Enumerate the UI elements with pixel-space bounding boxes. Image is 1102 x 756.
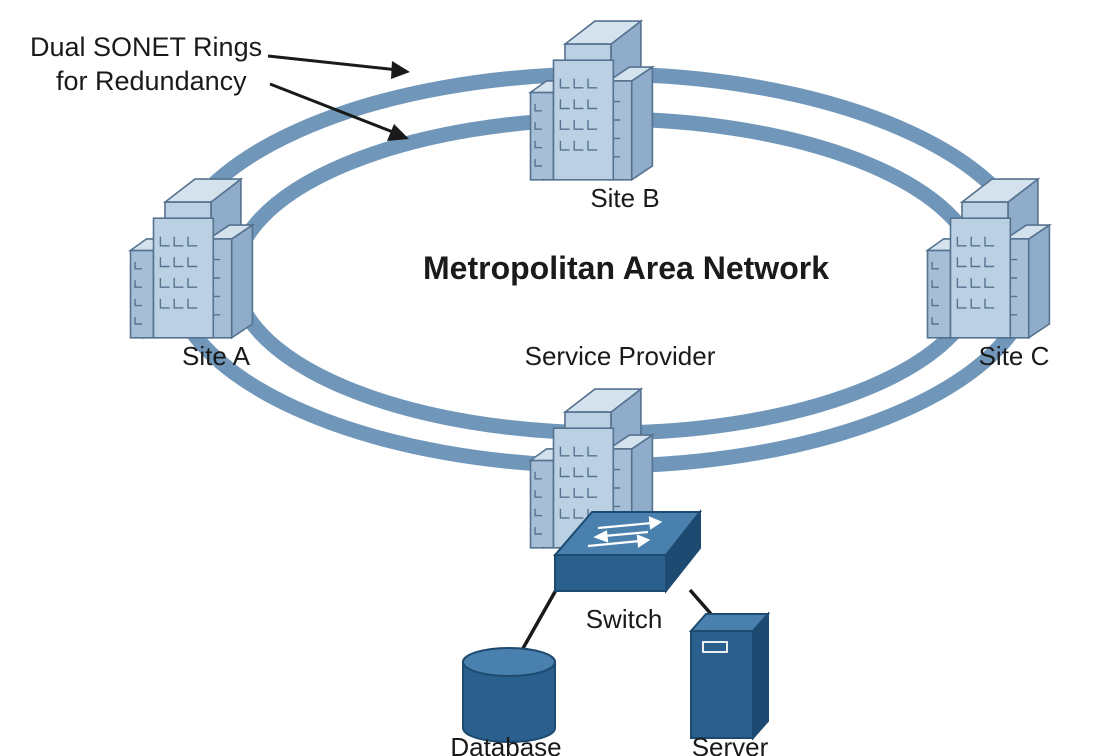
annotation-line-2: for Redundancy: [56, 66, 247, 96]
annotation-arrow-outer: [267, 54, 410, 79]
annotation-arrow-inner: [269, 82, 409, 141]
diagram-title: Metropolitan Area Network: [423, 250, 829, 286]
switch-label: Switch: [586, 604, 663, 634]
server-icon: [688, 611, 771, 741]
site-a-building-icon: [129, 178, 254, 339]
site-b-label: Site B: [590, 183, 659, 213]
switch-icon: [552, 509, 703, 594]
site-c-label: Site C: [979, 341, 1050, 371]
server-label: Server: [692, 732, 769, 756]
service-provider-label: Service Provider: [525, 341, 716, 371]
switch-server-link: [688, 588, 713, 616]
annotation-line-1: Dual SONET Rings: [30, 32, 262, 62]
site-b-building-icon: [529, 20, 654, 181]
site-a-label: Site A: [182, 341, 251, 371]
database-label: Database: [450, 732, 561, 756]
database-icon: [462, 647, 556, 743]
